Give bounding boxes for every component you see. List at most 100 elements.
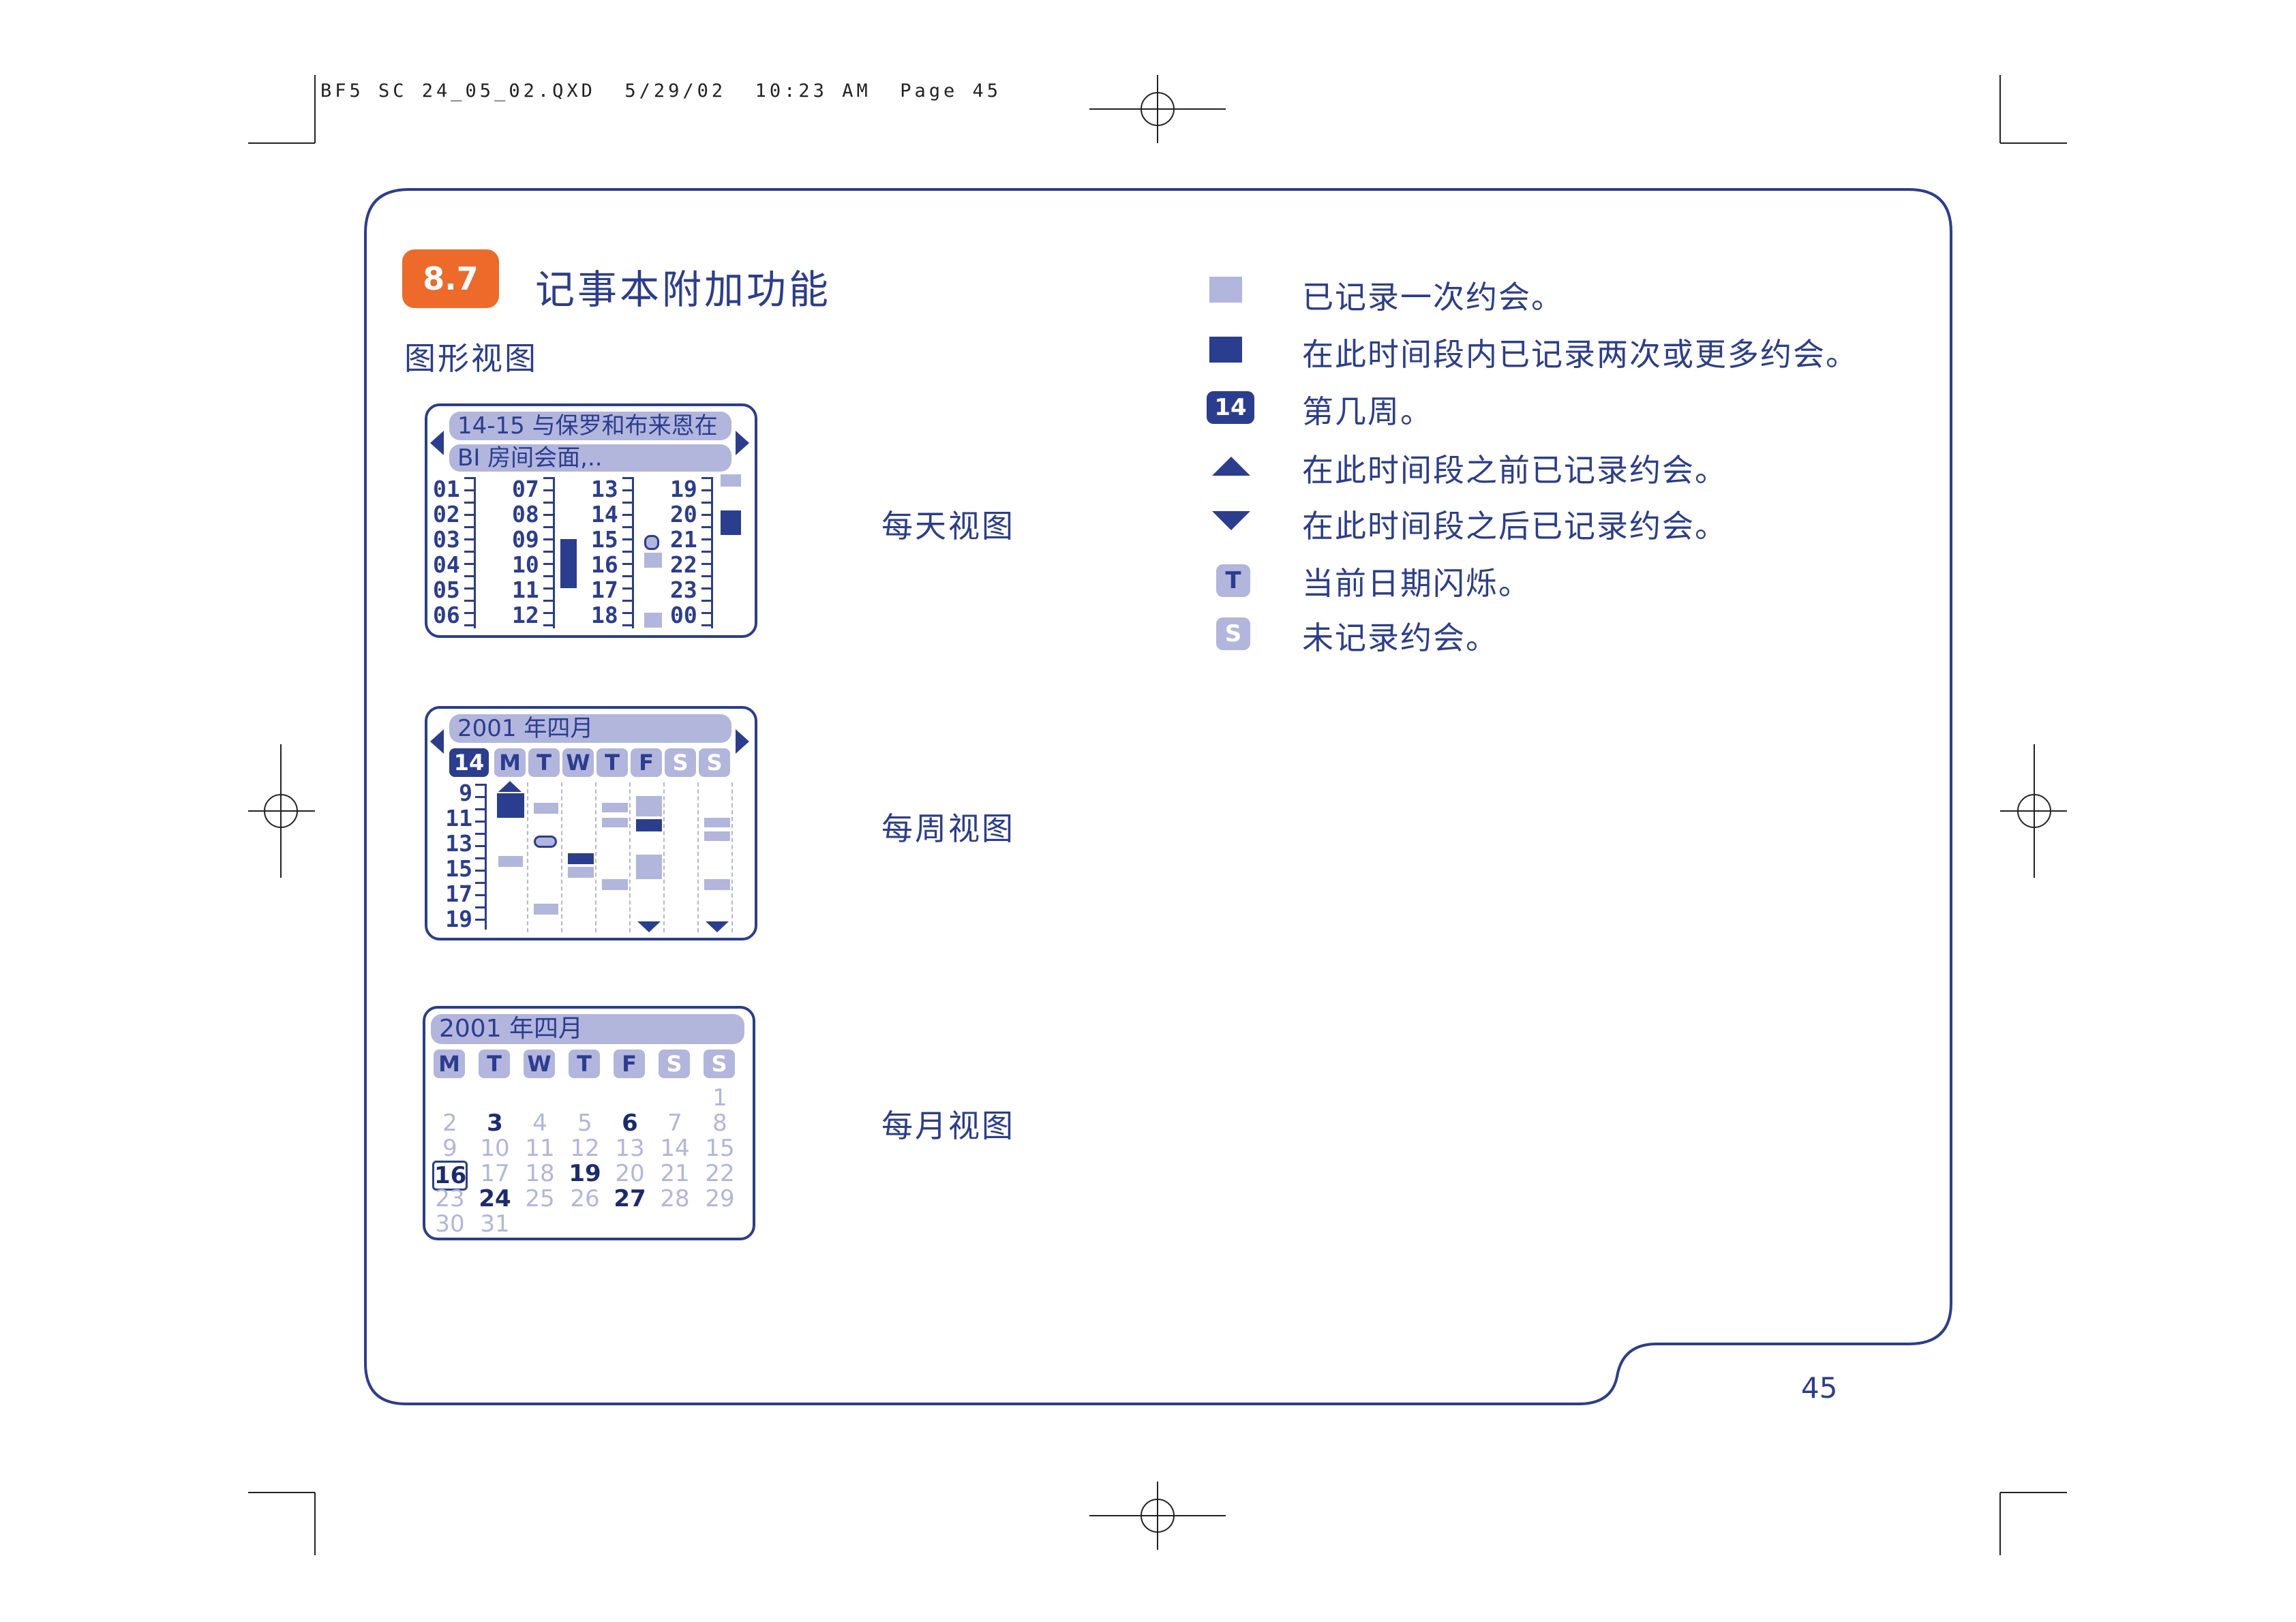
legend-text: 第几周。: [1302, 393, 1433, 430]
monthly-view-label: 每月视图: [881, 1107, 1015, 1144]
date-cell[interactable]: 1: [712, 1084, 727, 1112]
date-cell[interactable]: 6: [622, 1110, 638, 1137]
monthly-header: 2001 年四月: [431, 1014, 744, 1044]
hour-label: 21: [670, 526, 697, 553]
appointment-single: [602, 803, 628, 812]
day-header: M: [434, 1050, 465, 1078]
date-cell[interactable]: 25: [525, 1185, 555, 1212]
date-cell[interactable]: 24: [479, 1185, 511, 1212]
day-column-divider: [527, 782, 528, 932]
hour-label: 19: [670, 476, 697, 502]
hour-label: 02: [433, 501, 460, 527]
current-slot-marker: [534, 836, 557, 848]
date-cell[interactable]: 26: [570, 1185, 600, 1212]
day-header: W: [562, 748, 594, 777]
appointment-single: [704, 879, 730, 890]
date-cell[interactable]: 27: [614, 1185, 646, 1212]
triangle-down-icon: [1212, 511, 1250, 530]
today-date-cell[interactable]: 16: [432, 1161, 468, 1191]
hour-ticks: [475, 784, 487, 930]
date-cell[interactable]: 11: [525, 1135, 555, 1162]
hour-label: 19: [445, 906, 472, 932]
hour-label: 01: [433, 476, 460, 502]
earlier-appointment-arrow-icon: [498, 781, 522, 792]
prev-arrow-icon[interactable]: [430, 431, 444, 455]
hour-label: 20: [670, 501, 697, 527]
date-cell[interactable]: 21: [660, 1160, 690, 1187]
day-column-divider: [561, 782, 562, 932]
appointment-single: [568, 867, 594, 878]
day-column-divider: [697, 782, 699, 932]
date-cell[interactable]: 31: [480, 1210, 510, 1238]
appointment-single: [704, 831, 730, 841]
file-slug-line: BF5 SC 24_05_02.QXD 5/29/02 10:23 AM Pag…: [320, 80, 1002, 102]
date-cell[interactable]: 8: [712, 1110, 727, 1137]
week-number-badge: 14: [449, 748, 489, 777]
legend-text: 当前日期闪烁。: [1302, 565, 1531, 602]
appointment-multiple: [636, 819, 662, 831]
legend-text: 在此时间段之前已记录约会。: [1302, 452, 1727, 489]
weekly-header: 2001 年四月: [449, 714, 731, 743]
date-cell[interactable]: 28: [660, 1185, 690, 1212]
appointment-multiple: [497, 793, 524, 818]
date-cell[interactable]: 23: [435, 1185, 465, 1212]
hour-label: 14: [591, 501, 618, 527]
day-column-divider: [731, 782, 733, 932]
legend-text: 已记录一次约会。: [1302, 279, 1564, 316]
date-cell[interactable]: 9: [442, 1135, 457, 1162]
later-appointment-arrow-icon: [706, 921, 729, 932]
date-cell[interactable]: 30: [435, 1210, 465, 1238]
hour-ticks: [622, 477, 634, 628]
hour-label: 03: [433, 526, 460, 553]
hour-label: 17: [591, 577, 618, 603]
hour-label: 11: [512, 577, 539, 603]
multiple-appointments-icon: [1209, 337, 1242, 363]
appointment-single: [602, 879, 628, 890]
date-cell[interactable]: 18: [525, 1160, 555, 1187]
day-header: F: [614, 1050, 645, 1078]
hour-label: 15: [445, 855, 472, 882]
date-cell[interactable]: 15: [705, 1135, 735, 1162]
appointment-single: [602, 818, 628, 827]
appointment-multiple: [560, 539, 577, 588]
date-cell[interactable]: 12: [570, 1135, 600, 1162]
date-cell[interactable]: 17: [480, 1160, 510, 1187]
day-column-divider: [595, 782, 596, 932]
date-cell[interactable]: 14: [660, 1135, 690, 1162]
day-header: T: [596, 748, 628, 777]
date-cell[interactable]: 13: [615, 1135, 645, 1162]
daily-header-line2: BI 房间会面,..: [449, 444, 731, 472]
triangle-up-icon: [1212, 457, 1250, 476]
date-cell[interactable]: 3: [487, 1110, 503, 1137]
current-slot-marker: [644, 535, 659, 550]
appointment-single: [534, 904, 558, 915]
date-cell[interactable]: 20: [615, 1160, 645, 1187]
day-column-divider: [629, 782, 631, 932]
appointment-multiple: [568, 853, 594, 864]
date-cell[interactable]: 19: [569, 1160, 601, 1187]
appointment-single: [636, 855, 662, 879]
date-cell[interactable]: 7: [667, 1110, 682, 1137]
next-arrow-icon[interactable]: [736, 431, 749, 455]
appointment-single: [704, 818, 730, 827]
date-cell[interactable]: 5: [577, 1110, 592, 1137]
date-cell[interactable]: 2: [442, 1110, 457, 1137]
prev-arrow-icon[interactable]: [430, 729, 444, 754]
hour-label: 06: [433, 602, 460, 628]
appointment-single: [721, 474, 741, 487]
hour-label: 22: [670, 551, 697, 578]
day-header: F: [631, 748, 662, 777]
date-cell[interactable]: 4: [532, 1110, 547, 1137]
day-header: S: [665, 748, 696, 777]
date-cell[interactable]: 22: [705, 1160, 735, 1187]
hour-label: 16: [591, 551, 618, 578]
date-cell[interactable]: 10: [480, 1135, 510, 1162]
next-arrow-icon[interactable]: [736, 729, 749, 754]
appointment-single: [644, 553, 662, 568]
hour-ticks: [464, 477, 476, 628]
section-subtitle: 图形视图: [404, 340, 538, 377]
date-cell[interactable]: 29: [705, 1185, 735, 1212]
appointment-single: [636, 796, 662, 816]
day-header: W: [524, 1050, 555, 1078]
